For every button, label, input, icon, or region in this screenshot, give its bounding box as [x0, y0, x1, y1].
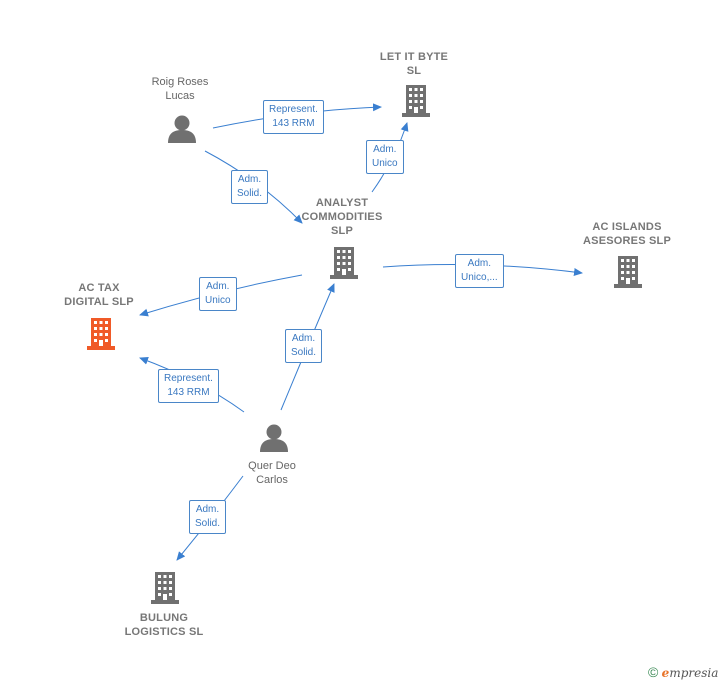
building-icon[interactable]	[402, 85, 430, 117]
edge-label-quer-actax[interactable]: Represent. 143 RRM	[158, 369, 219, 403]
edge-label-analyst-acislands[interactable]: Adm. Unico,...	[455, 254, 504, 288]
copyright-icon: ©	[648, 664, 659, 680]
building-icon[interactable]	[151, 572, 179, 604]
node-label-bulung-logistics[interactable]: BULUNG LOGISTICS SL	[124, 612, 204, 638]
edge-label-quer-bulung[interactable]: Adm. Solid.	[189, 500, 227, 534]
building-icon[interactable]	[330, 247, 358, 279]
edges	[139, 103, 583, 561]
edge-label-roig-analyst[interactable]: Adm. Solid.	[231, 170, 269, 204]
edge-label-analyst-letit[interactable]: Adm. Unico	[366, 140, 404, 174]
brand-logo: empresia	[661, 666, 719, 680]
copyright-brand: © empresia	[648, 664, 718, 680]
node-label-ac-tax-digital[interactable]: AC TAX DIGITAL SLP	[64, 282, 134, 308]
nodes	[87, 85, 642, 604]
edge-label-analyst-actax[interactable]: Adm. Unico	[199, 277, 237, 311]
building-icon-highlight[interactable]	[87, 318, 115, 350]
node-label-quer-deo-carlos[interactable]: Quer Deo Carlos	[248, 460, 296, 486]
node-label-roig-roses-lucas[interactable]: Roig Roses Lucas	[151, 76, 209, 102]
person-icon[interactable]	[260, 424, 288, 453]
building-icon[interactable]	[614, 256, 642, 288]
edge-label-quer-analyst[interactable]: Adm. Solid.	[285, 329, 323, 363]
node-label-let-it-byte[interactable]: LET IT BYTE SL	[379, 51, 449, 77]
node-label-analyst-commodities[interactable]: ANALYST COMMODITIES SLP	[301, 197, 383, 237]
person-icon[interactable]	[168, 115, 196, 144]
node-label-ac-islands-asesores[interactable]: AC ISLANDS ASESORES SLP	[583, 221, 671, 247]
edge-label-roig-letit[interactable]: Represent. 143 RRM	[263, 100, 324, 134]
